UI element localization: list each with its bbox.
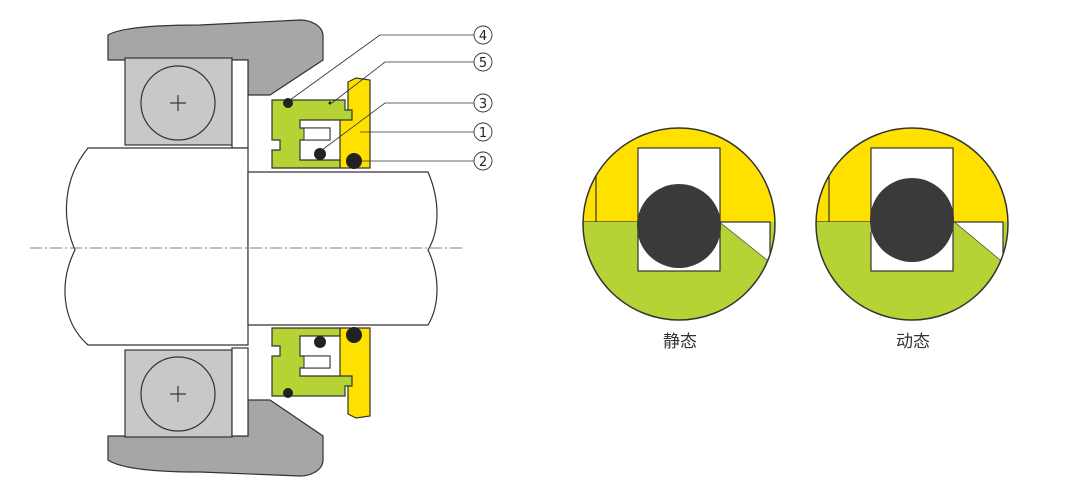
oring-3-bottom — [314, 336, 326, 348]
detail-dynamic: 动态 — [815, 127, 1009, 352]
bearing-top — [124, 57, 233, 146]
oring-static — [637, 184, 721, 268]
detail-static: 静态 — [582, 127, 776, 352]
housing-bottom — [107, 399, 324, 477]
oring-4-bottom — [283, 388, 293, 398]
caption-dynamic: 动态 — [896, 332, 930, 352]
svg-text:4: 4 — [479, 29, 487, 44]
oring-2-top — [346, 153, 362, 169]
oring-2-bottom — [346, 327, 362, 343]
assembly-section: 4 5 3 1 2 — [30, 19, 493, 477]
callout-1: 1 — [473, 122, 493, 142]
callout-5: 5 — [473, 52, 493, 72]
oring-4-top — [283, 98, 293, 108]
oring-3-top — [314, 148, 326, 160]
seal-assembly-bottom — [271, 327, 371, 419]
shaft-small — [247, 171, 438, 326]
spacer-bottom — [231, 347, 249, 437]
callout-2: 2 — [473, 151, 493, 171]
leader-lines — [289, 34, 474, 162]
caption-static: 静态 — [663, 332, 697, 352]
callout-3: 3 — [473, 93, 493, 113]
seal-assembly-top — [271, 77, 371, 169]
callout-4: 4 — [473, 25, 493, 45]
svg-text:2: 2 — [479, 155, 487, 170]
svg-text:3: 3 — [479, 97, 487, 112]
svg-text:5: 5 — [479, 56, 487, 71]
svg-text:1: 1 — [479, 126, 487, 141]
bearing-bottom — [124, 349, 233, 438]
spacer-top — [231, 59, 249, 149]
shaft-large — [64, 147, 249, 346]
oring-dynamic — [870, 178, 954, 262]
